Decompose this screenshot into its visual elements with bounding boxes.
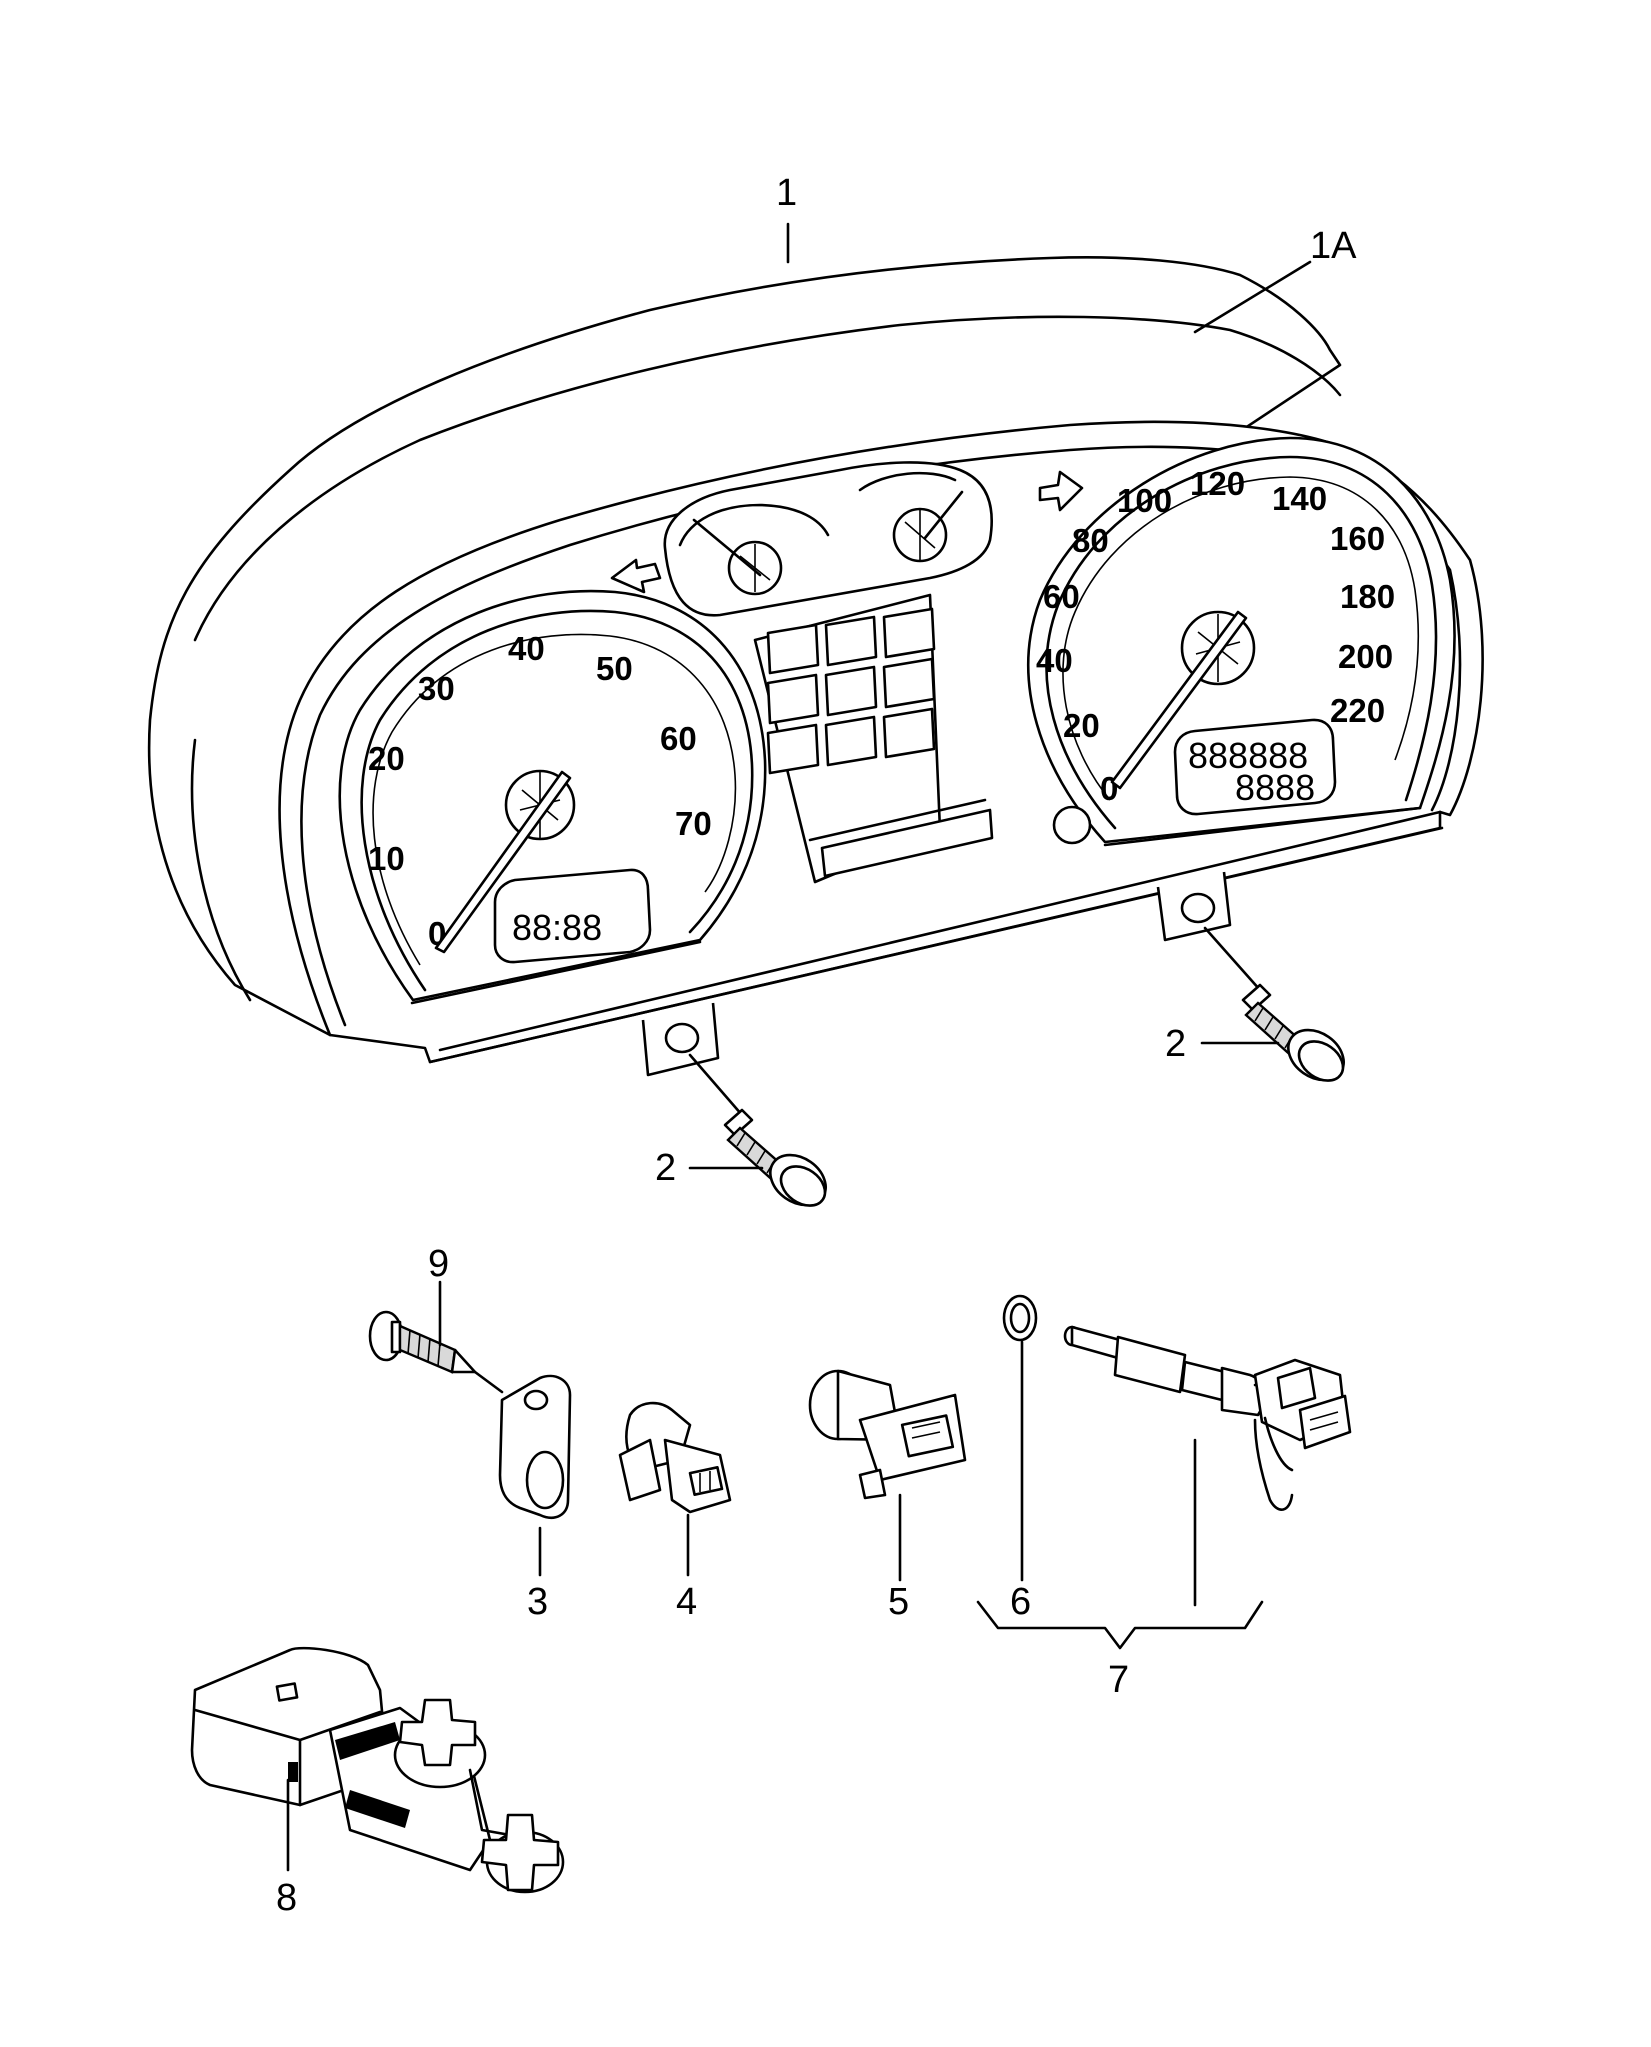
callout-2-right: 2 [1165,1023,1186,1065]
callout-4: 4 [676,1581,697,1623]
callout-labels: 1 1A 2 2 9 3 4 5 6 7 8 [276,172,1357,1919]
speedo-label-60: 60 [1043,578,1080,615]
warning-light-cell [882,657,936,709]
instrument-cluster: 0 10 20 30 40 50 60 70 88:88 [147,256,1484,1077]
tach-label-10: 10 [368,840,405,877]
tach-label-30: 30 [418,670,455,707]
callout-6: 6 [1010,1581,1031,1623]
mounting-tab-right [1156,871,1232,942]
callout-7: 7 [1108,1659,1129,1701]
callout-5: 5 [888,1581,909,1623]
speedo-label-220: 220 [1330,692,1385,729]
callout-2-left: 2 [655,1147,676,1189]
warning-strip [820,808,994,878]
speedometer: 0 20 40 60 80 100 120 140 160 180 200 22… [1027,436,1456,847]
part-9-screw [368,1310,504,1394]
callout-9: 9 [428,1243,449,1285]
warning-light-cell [766,673,820,725]
speedo-label-20: 20 [1063,707,1100,744]
tach-label-40: 40 [508,630,545,667]
speedo-lcd [1173,718,1337,816]
warning-light-cell [824,665,878,717]
speedo-label-40: 40 [1036,642,1073,679]
speedo-label-200: 200 [1338,638,1393,675]
tachometer: 0 10 20 30 40 50 60 70 88:88 [338,589,767,1005]
mounting-tab-left [641,1002,720,1077]
warning-light-grid [766,607,936,775]
small-gauges [663,461,993,617]
speedo-scale-labels: 0 20 40 60 80 100 120 140 160 180 200 22… [1036,465,1395,807]
tach-label-20: 20 [368,740,405,777]
warning-light-cell [882,707,936,759]
tach-needle [434,770,572,954]
callout-1a: 1A [1310,225,1357,267]
arrow-left-icon [610,558,662,594]
screw-right [1203,926,1345,1082]
callout-1: 1 [776,172,797,214]
screw-left [688,1053,827,1207]
tach-label-60: 60 [660,720,697,757]
tach-lcd-value: 88:88 [512,907,602,948]
warning-light-cell [824,715,878,767]
speedo-label-160: 160 [1330,520,1385,557]
speedo-lcd-trip: 8888 [1235,767,1315,808]
temp-gauge-needle [923,490,964,540]
fuel-gauge-needle [692,518,762,577]
callout-8: 8 [276,1877,297,1919]
part-5-sensor [808,1369,967,1500]
tach-lcd [493,868,652,964]
part-3-bracket [498,1374,572,1520]
speedo-label-80: 80 [1072,522,1109,559]
callout-3: 3 [527,1581,548,1623]
warning-light-cell [824,615,878,667]
warning-light-cell [766,723,820,775]
warning-light-cell [766,623,820,675]
speedo-label-120: 120 [1190,465,1245,502]
leader-7-bracket [976,1600,1264,1650]
leader-lines [286,222,1312,1872]
warning-light-panel [753,593,994,884]
speedo-label-140: 140 [1272,480,1327,517]
part-6-o-ring [1002,1294,1038,1342]
arrow-right-icon [1038,470,1084,512]
leader-1a [1193,260,1312,334]
speedo-needle [1110,610,1248,790]
part-8-bulb-holder [190,1646,565,1894]
speedo-label-180: 180 [1340,578,1395,615]
warning-light-cell [882,607,936,659]
tach-label-50: 50 [596,650,633,687]
tach-label-70: 70 [675,805,712,842]
speedo-label-100: 100 [1117,482,1172,519]
trip-reset-knob [1052,805,1092,845]
part-4-connector [618,1401,732,1514]
part-7-sender [1063,1325,1352,1511]
speedo-lcd-odometer: 888888 [1188,735,1308,776]
